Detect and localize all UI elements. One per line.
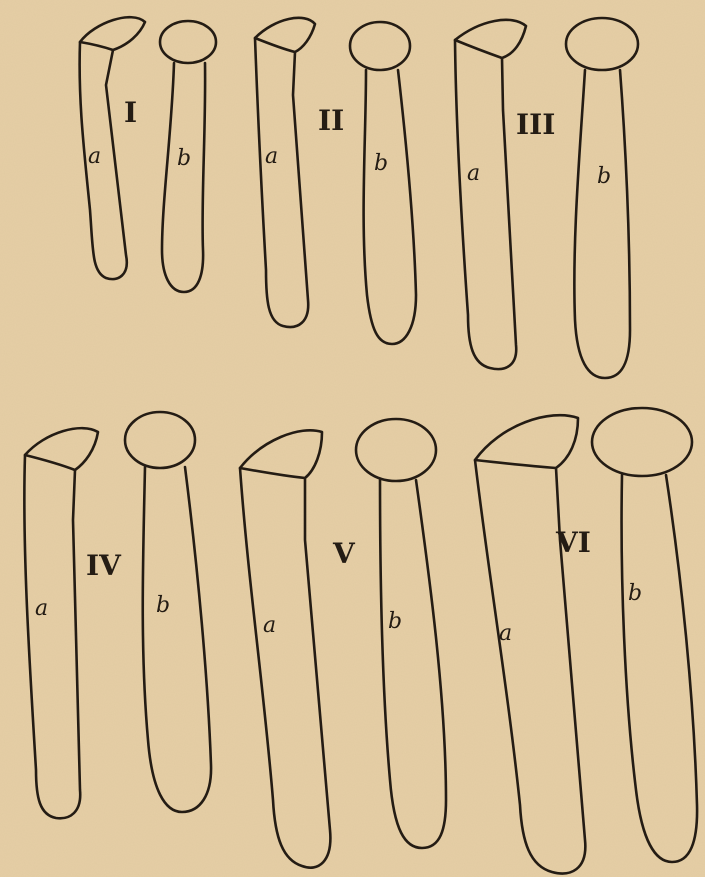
figure-1-label-b: b bbox=[177, 146, 191, 171]
figure-4-label-b: b bbox=[156, 593, 170, 618]
figure-3-numeral: III bbox=[516, 108, 555, 141]
figure-5-label-a: a bbox=[263, 613, 276, 638]
figure-4-numeral: IV bbox=[86, 549, 122, 582]
figure-1-label-a: a bbox=[88, 144, 101, 169]
figure-6-label-b: b bbox=[628, 581, 642, 606]
figure-5-label-b: b bbox=[388, 609, 402, 634]
figure-2-numeral: II bbox=[318, 104, 344, 137]
figure-4-label-a: a bbox=[35, 596, 48, 621]
figure-2-label-b: b bbox=[374, 151, 388, 176]
figure-3-label-b: b bbox=[597, 164, 611, 189]
figure-6-label-a: a bbox=[499, 621, 512, 646]
figure-1-numeral: I bbox=[124, 96, 137, 129]
figure-2-label-a: a bbox=[265, 144, 278, 169]
figure-3-label-a: a bbox=[467, 161, 480, 186]
figure-6-numeral: VI bbox=[555, 526, 591, 559]
figure-5-numeral: V bbox=[332, 537, 356, 570]
